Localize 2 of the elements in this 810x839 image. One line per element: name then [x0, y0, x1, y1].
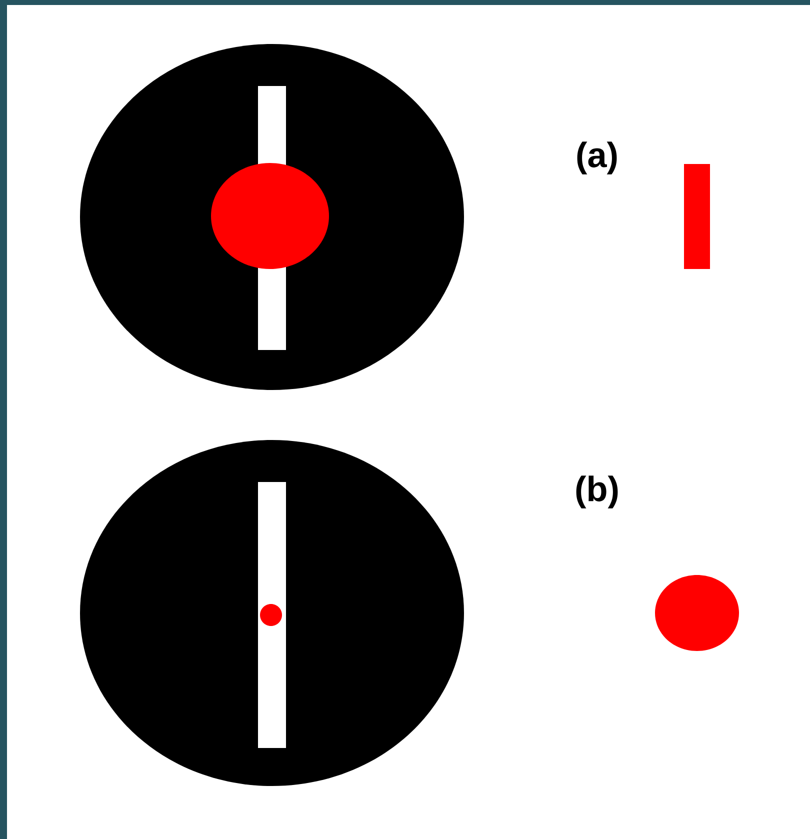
- panel-label: (b): [576, 476, 618, 508]
- panel-label: (a): [577, 142, 617, 174]
